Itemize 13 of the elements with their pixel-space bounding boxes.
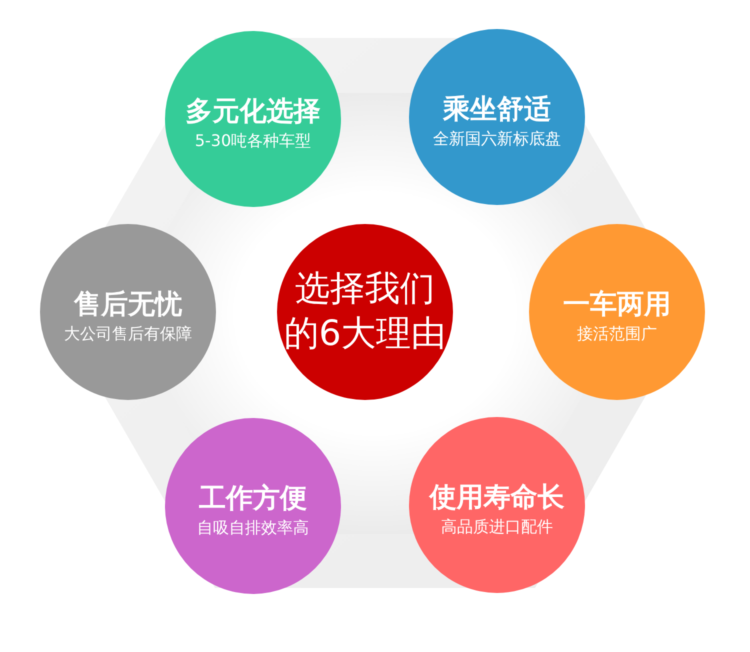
feature-description: 大公司售后有保障 [64, 324, 192, 346]
feature-title: 一车两用 [563, 288, 671, 322]
feature-title: 使用寿命长 [430, 482, 564, 514]
feature-title: 工作方便 [199, 482, 307, 516]
feature-title: 乘坐舒适 [443, 94, 551, 126]
feature-description: 高品质进口配件 [441, 517, 553, 538]
feature-description: 5-30吨各种车型 [194, 131, 312, 152]
feature-description: 接活范围广 [577, 324, 657, 346]
center-title: 选择我们的6大理由 [282, 268, 448, 356]
feature-description: 自吸自排效率高 [197, 518, 309, 540]
feature-title: 多元化选择 [186, 96, 320, 128]
feature-title: 售后无忧 [74, 288, 182, 322]
feature-description: 全新国六新标底盘 [433, 129, 561, 150]
